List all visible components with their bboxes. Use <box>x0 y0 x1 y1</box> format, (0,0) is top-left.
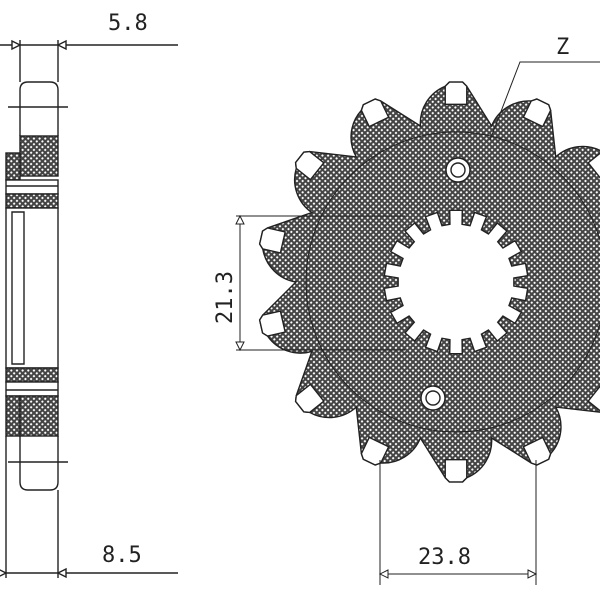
tooth-tips <box>258 81 600 483</box>
tooth-tip <box>444 458 468 483</box>
side-collar-top <box>5 152 21 181</box>
dimension-spline-width: 23.8 <box>418 545 471 570</box>
side-hub-top <box>19 135 59 177</box>
tooth-tip <box>444 81 468 106</box>
tooth-tip <box>258 227 287 254</box>
tooth-tip <box>294 150 325 181</box>
tooth-tip <box>587 152 600 179</box>
tooth-tip <box>360 436 390 466</box>
pitch-circle <box>305 131 600 433</box>
side-view <box>0 39 178 579</box>
dimension-bore: 21.3 <box>213 271 238 324</box>
dimension-hub-width: 8.5 <box>102 543 142 568</box>
tooth-tip <box>360 98 390 128</box>
tooth-tip <box>587 385 600 412</box>
tooth-tip <box>294 383 325 414</box>
tooth-tip <box>522 98 552 128</box>
front-view <box>235 61 600 585</box>
tooth-tip <box>522 436 552 466</box>
side-bottom-tooth <box>19 436 59 491</box>
side-top-tooth <box>19 81 59 136</box>
sprocket-body <box>258 81 600 483</box>
teeth-count-label: Z <box>556 35 569 60</box>
dimension-thickness: 5.8 <box>108 11 148 36</box>
tooth-tip <box>258 310 287 337</box>
side-bore <box>5 207 59 369</box>
